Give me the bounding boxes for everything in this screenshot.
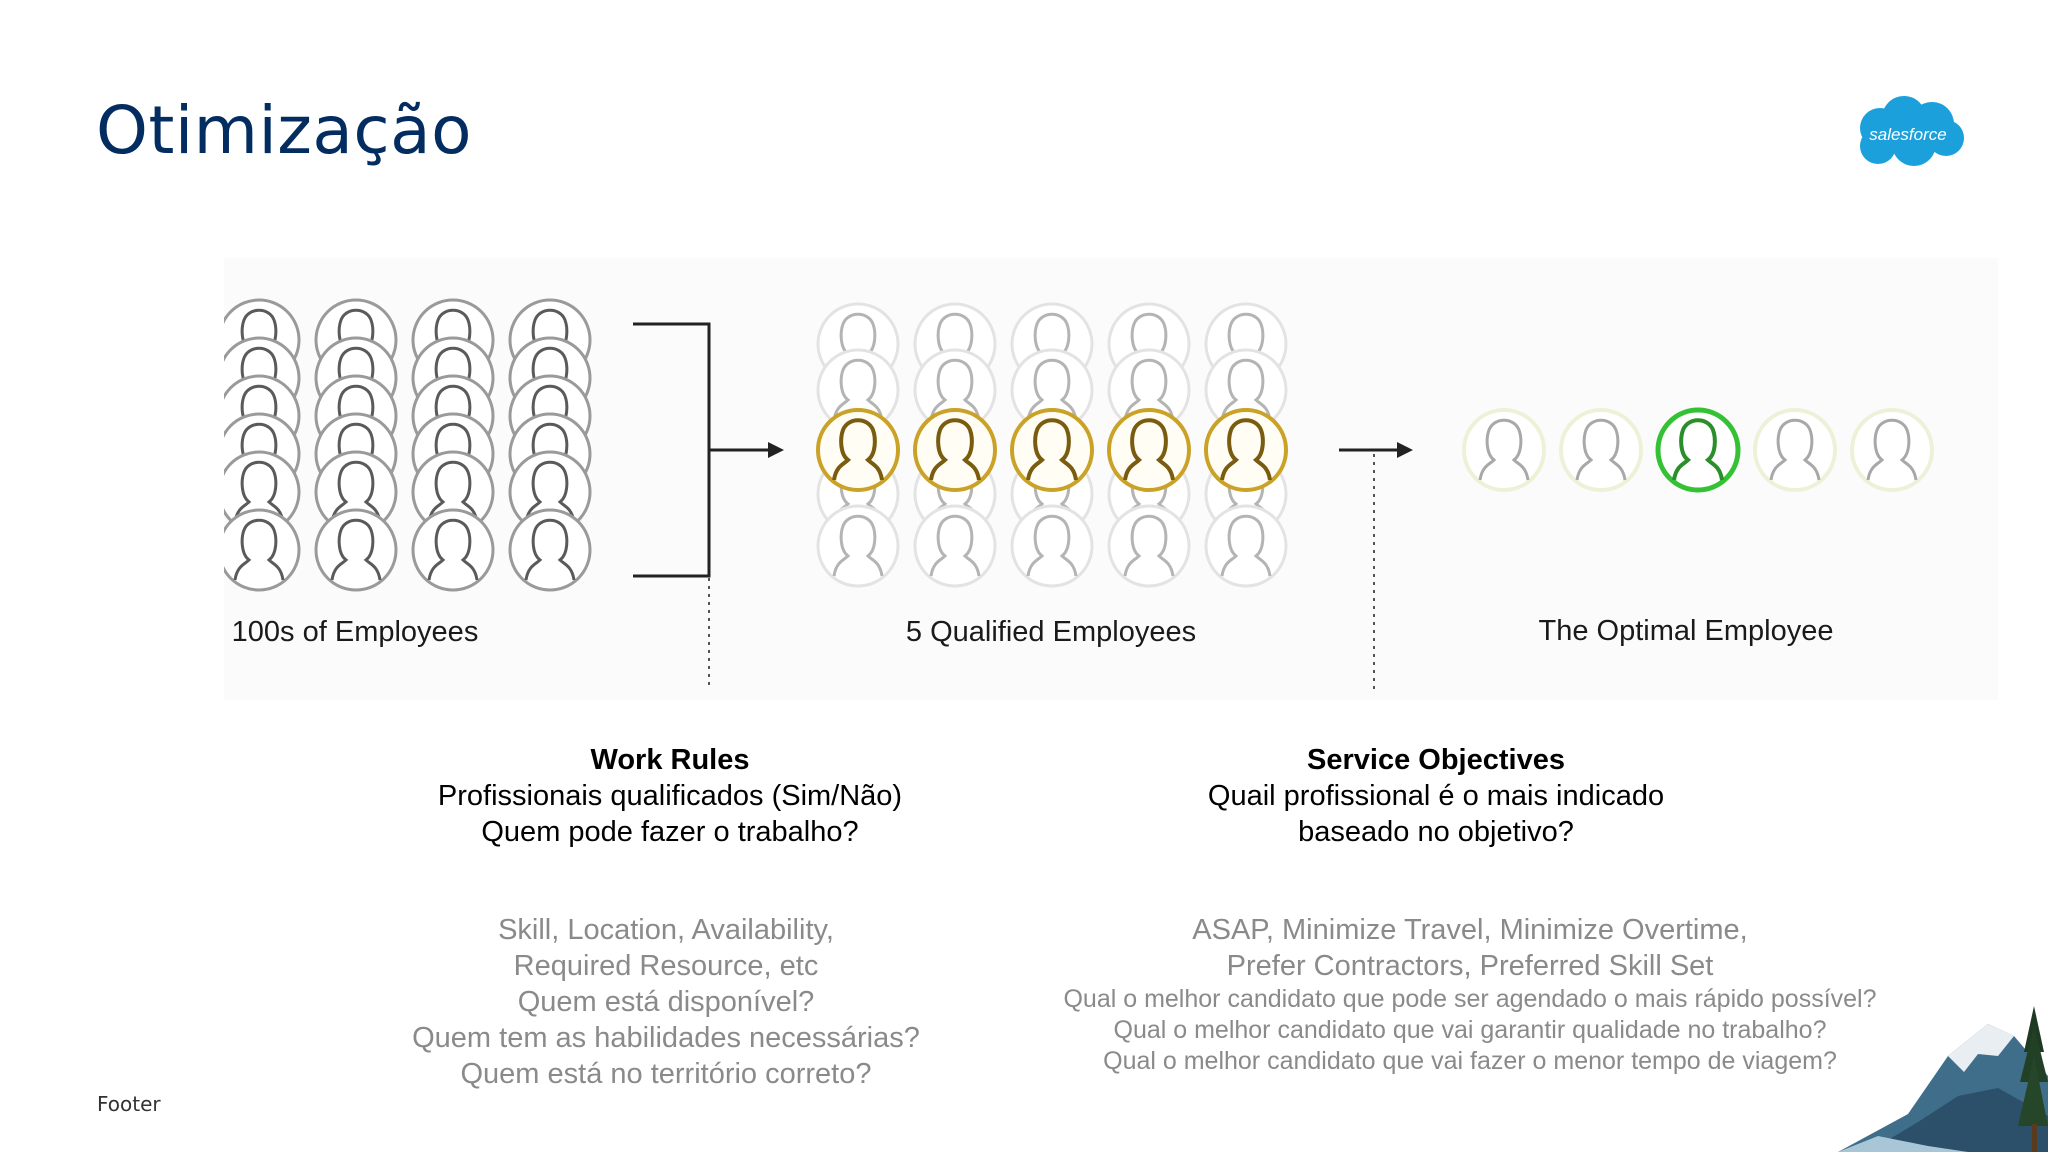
footer-text: Footer — [97, 1092, 161, 1116]
service-objectives-heading: Service Objectives — [1307, 744, 1565, 776]
optimization-diagram: 100s of Employees 5 Qualified Employees … — [224, 258, 1998, 700]
service-objectives-detail: Prefer Contractors, Preferred Skill Set — [1226, 950, 1714, 982]
candidate-employee-icon — [1559, 408, 1643, 492]
work-rules-detail: Quem está no território correto? — [460, 1058, 872, 1090]
service-objectives-detail: ASAP, Minimize Travel, Minimize Overtime… — [1192, 914, 1748, 946]
stage1-label: 100s of Employees — [231, 616, 479, 648]
unqualified-employee-icon — [1107, 504, 1191, 588]
stage2-qualified-grid — [816, 302, 1288, 588]
employee-icon — [411, 508, 495, 592]
mountain-illustration — [1838, 1006, 2048, 1152]
work-rules-line-1: Profissionais qualificados (Sim/Não) — [437, 780, 903, 812]
work-rules-block: Work Rules Profissionais qualificados (S… — [438, 742, 902, 850]
service-objectives-question: Qual o melhor candidato que vai fazer o … — [1103, 1047, 1837, 1075]
qualified-employee-icon — [1010, 408, 1094, 492]
work-rules-heading: Work Rules — [590, 744, 750, 776]
employee-icon — [314, 508, 398, 592]
work-rules-line-2: Quem pode fazer o trabalho? — [481, 816, 859, 848]
service-objectives-line-2: baseado no objetivo? — [1298, 816, 1574, 848]
salesforce-logo: salesforce — [1860, 96, 1964, 166]
qualified-employee-icon — [1204, 408, 1288, 492]
work-rules-details: Skill, Location, Availability, Required … — [412, 912, 920, 1092]
unqualified-employee-icon — [913, 504, 997, 588]
work-rules-detail: Quem está disponível? — [517, 986, 815, 1018]
service-objectives-block: Service Objectives Quail profissional é … — [1208, 742, 1664, 850]
slide-title: Otimização — [96, 92, 472, 169]
employee-icon — [508, 508, 592, 592]
work-rules-detail: Quem tem as habilidades necessárias? — [412, 1022, 920, 1054]
stage1-employee-grid — [224, 298, 592, 592]
qualified-employee-icon — [1107, 408, 1191, 492]
candidate-employee-icon — [1462, 408, 1546, 492]
work-rules-detail: Skill, Location, Availability, — [498, 914, 834, 946]
service-objectives-line-1: Quail profissional é o mais indicado — [1207, 780, 1665, 812]
arrow-1-head — [768, 442, 784, 458]
qualified-employee-icon — [913, 408, 997, 492]
unqualified-employee-icon — [1010, 504, 1094, 588]
service-objectives-question: Qual o melhor candidato que vai garantir… — [1113, 1016, 1827, 1044]
candidate-employee-icon — [1753, 408, 1837, 492]
service-objectives-details: ASAP, Minimize Travel, Minimize Overtime… — [1063, 912, 1876, 1077]
employee-icon — [224, 508, 301, 592]
logo-text: salesforce — [1869, 125, 1946, 144]
optimal-employee-icon — [1658, 410, 1738, 490]
unqualified-employee-icon — [1204, 504, 1288, 588]
bracket-1 — [633, 322, 711, 578]
qualified-employee-icon — [816, 408, 900, 492]
stage2-label: 5 Qualified Employees — [905, 616, 1197, 648]
arrow-2-head — [1397, 442, 1413, 458]
unqualified-employee-icon — [816, 504, 900, 588]
work-rules-detail: Required Resource, etc — [513, 950, 819, 982]
diagram-canvas — [224, 298, 1934, 690]
candidate-employee-icon — [1850, 408, 1934, 492]
stage3-optimal-row — [1462, 408, 1934, 492]
stage3-label: The Optimal Employee — [1538, 615, 1834, 647]
service-objectives-question: Qual o melhor candidato que pode ser age… — [1063, 985, 1877, 1013]
